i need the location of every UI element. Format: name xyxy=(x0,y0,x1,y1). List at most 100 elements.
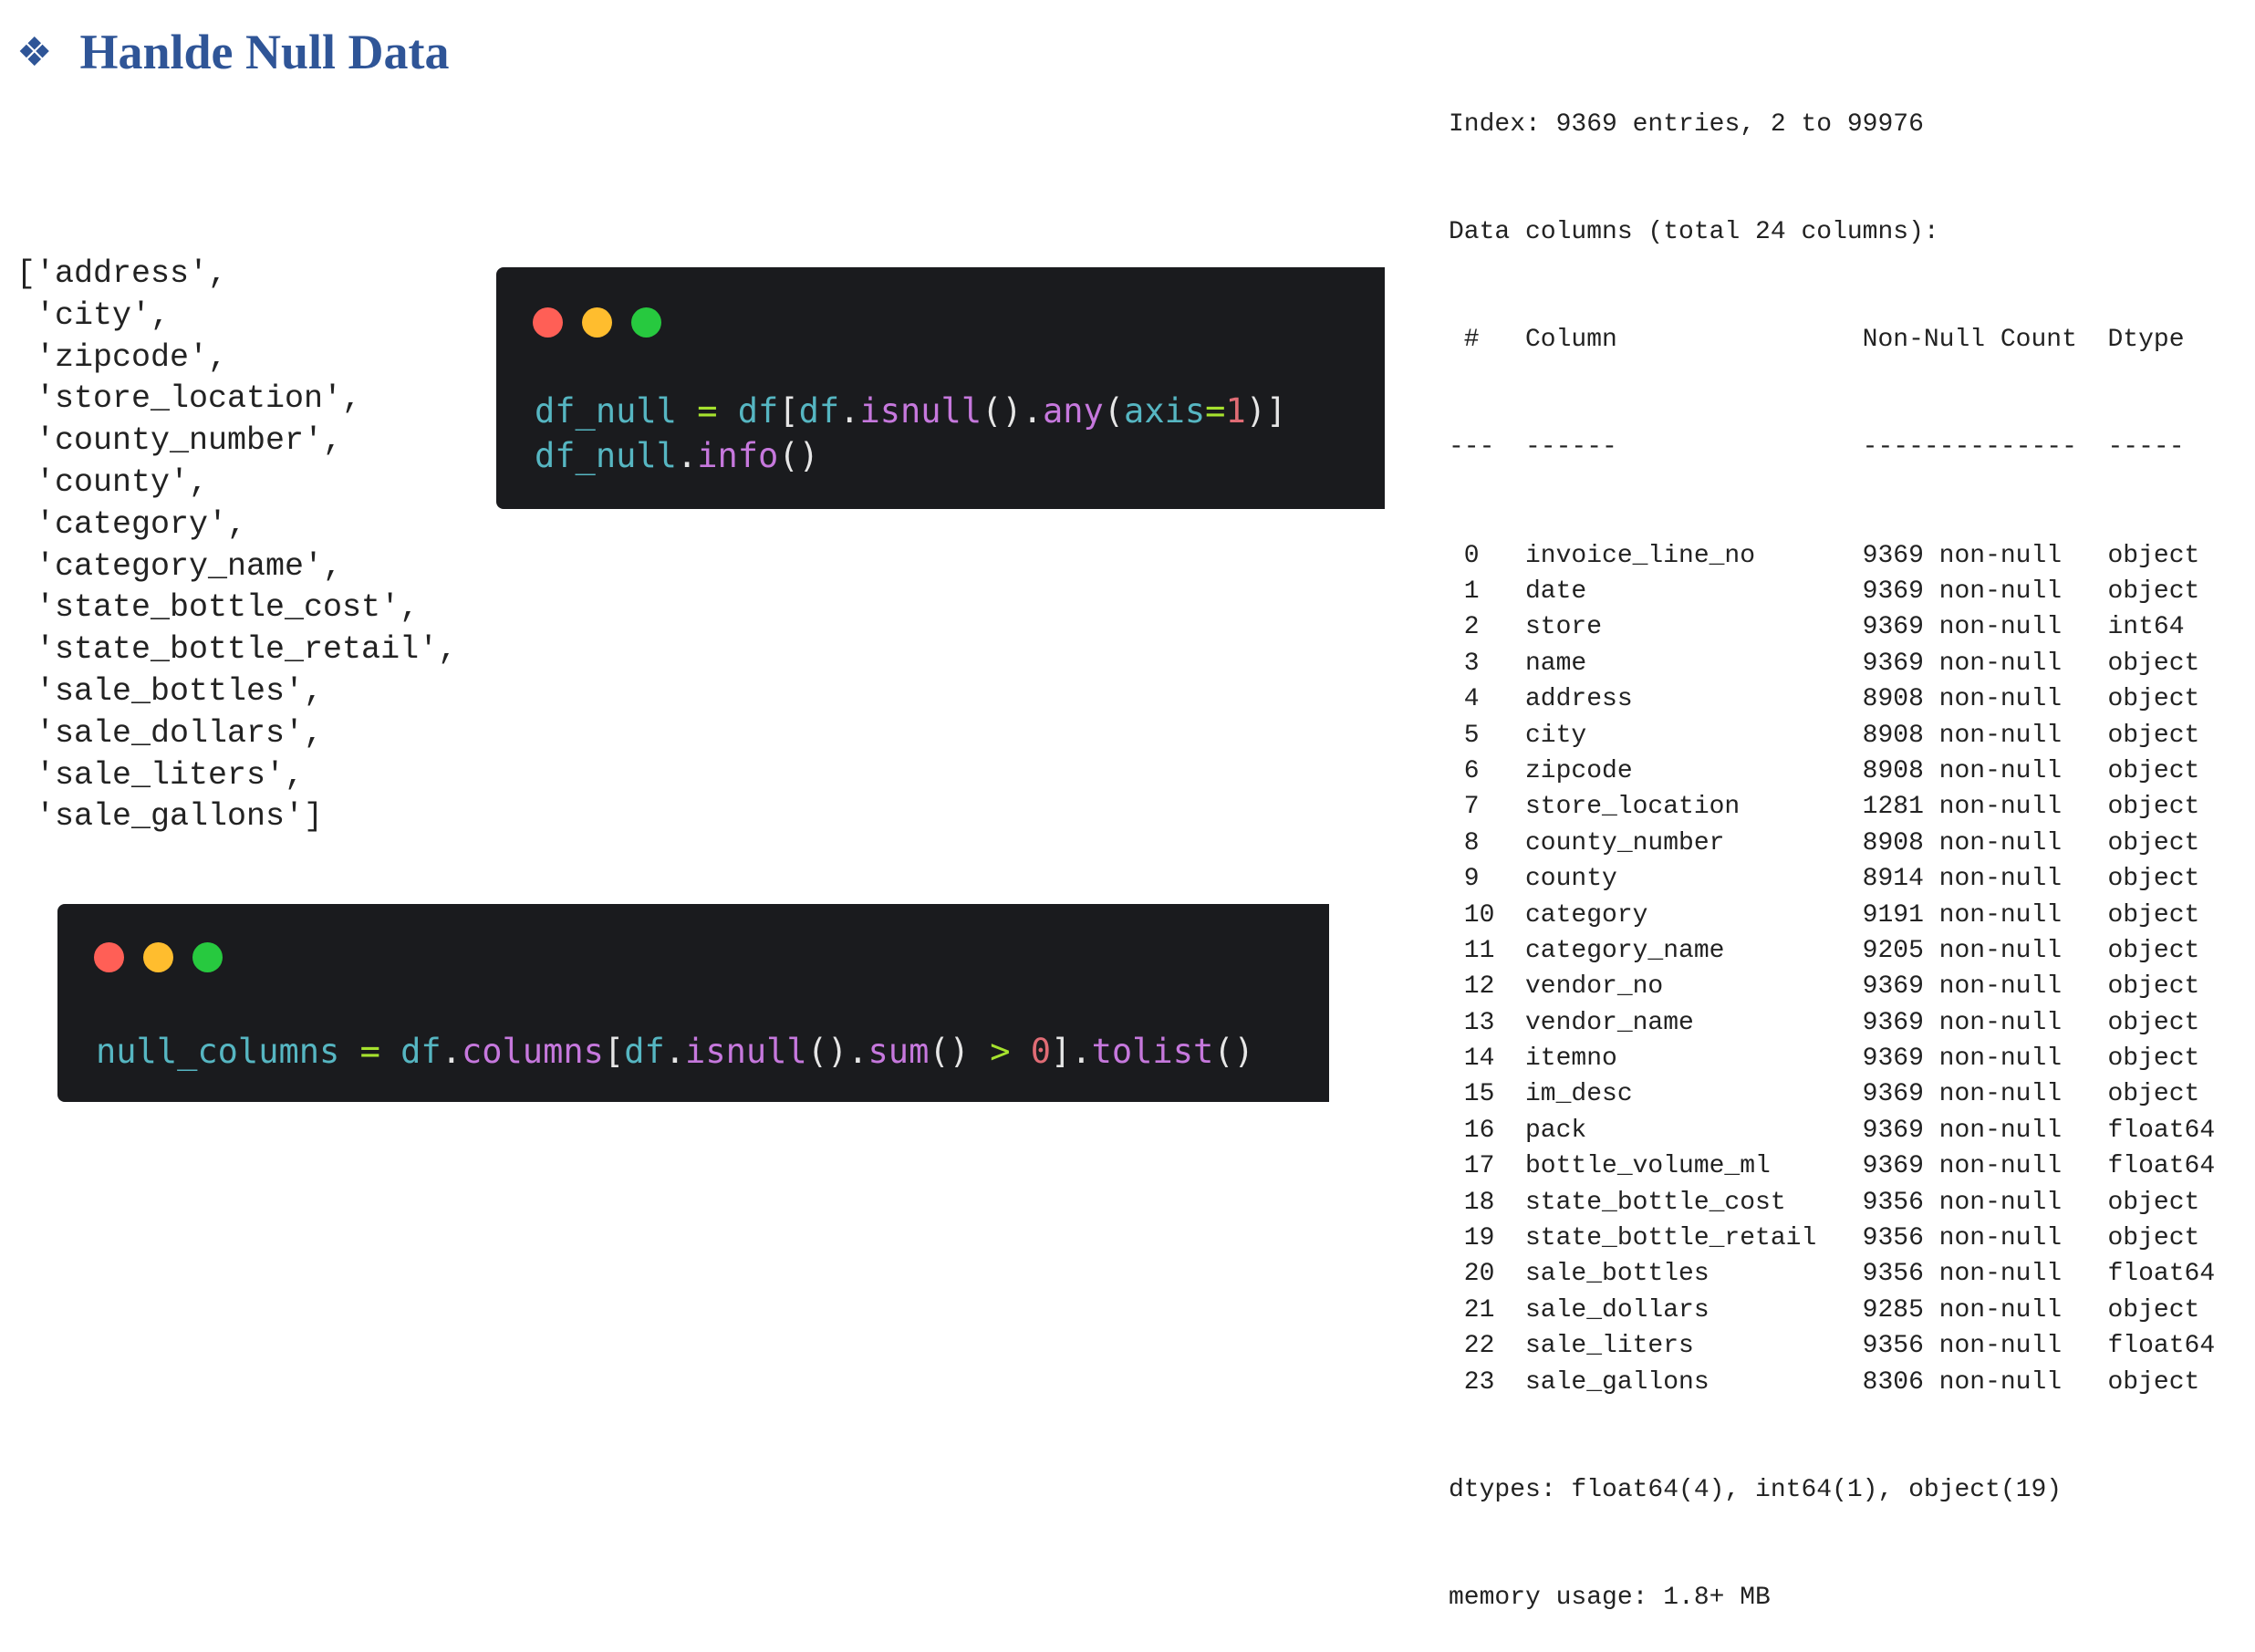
row-count: 8914 non-null xyxy=(1862,865,2063,894)
row-count: 9369 non-null xyxy=(1862,972,2063,1002)
row-dtype: object xyxy=(2107,865,2200,894)
row-dtype: object xyxy=(2107,685,2200,714)
slide-title: ❖ Hanlde Null Data xyxy=(16,24,450,80)
row-dtype: object xyxy=(2107,1295,2200,1325)
row-column: address xyxy=(1525,685,1633,714)
code-token: columns xyxy=(461,1032,604,1071)
null-column-item: 'sale_liters', xyxy=(16,756,305,794)
null-column-item: ['address', xyxy=(16,255,228,292)
row-index: 19 xyxy=(1463,1224,1495,1253)
row-dtype: object xyxy=(2107,1367,2200,1397)
row-index: 12 xyxy=(1463,972,1495,1002)
code-token: = xyxy=(676,391,738,431)
row-count: 8908 non-null xyxy=(1862,756,2063,785)
null-column-item: 'category', xyxy=(16,505,247,543)
row-index: 0 xyxy=(1463,541,1480,570)
code-block-df-null: df_null = df[df.isnull().any(axis=1)] df… xyxy=(496,267,1385,509)
code-token: = xyxy=(339,1032,401,1071)
row-dtype: object xyxy=(2107,1224,2200,1253)
code-token: () xyxy=(1213,1032,1254,1071)
diamond-cluster-icon: ❖ xyxy=(16,28,53,76)
row-index: 14 xyxy=(1463,1044,1495,1074)
code-token: df xyxy=(624,1032,665,1071)
row-column: sale_bottles xyxy=(1525,1260,1709,1289)
row-count: 9285 non-null xyxy=(1862,1295,2063,1325)
code-token: df xyxy=(737,391,779,431)
row-dtype: float64 xyxy=(2107,1152,2216,1181)
row-count: 9356 non-null xyxy=(1862,1260,2063,1289)
row-count: 8306 non-null xyxy=(1862,1367,2063,1397)
row-count: 8908 non-null xyxy=(1862,828,2063,857)
maximize-dot-icon xyxy=(631,307,661,338)
row-column: state_bottle_retail xyxy=(1525,1224,1817,1253)
row-dtype: object xyxy=(2107,1188,2200,1217)
row-index: 8 xyxy=(1463,828,1480,857)
row-dtype: object xyxy=(2107,721,2200,750)
row-column: sale_dollars xyxy=(1525,1295,1709,1325)
dash: ------ xyxy=(1525,433,1617,462)
code-token: . xyxy=(441,1032,462,1071)
row-column: store xyxy=(1525,613,1603,642)
row-count: 8908 non-null xyxy=(1862,685,2063,714)
row-count: 9369 non-null xyxy=(1862,613,2063,642)
code-token: tolist xyxy=(1091,1032,1214,1071)
code-token: isnull xyxy=(685,1032,807,1071)
row-count: 9356 non-null xyxy=(1862,1188,2063,1217)
row-index: 10 xyxy=(1463,900,1495,930)
row-dtype: object xyxy=(2107,649,2200,678)
code-token: null_columns xyxy=(96,1032,340,1071)
row-count: 9356 non-null xyxy=(1862,1332,2063,1361)
code-token: () xyxy=(778,436,819,475)
null-column-item: 'state_bottle_retail', xyxy=(16,631,458,669)
row-column: itemno xyxy=(1525,1044,1617,1074)
code-token: df_null xyxy=(535,391,677,431)
row-column: sale_gallons xyxy=(1525,1367,1709,1397)
window-controls xyxy=(533,307,661,338)
row-index: 18 xyxy=(1463,1188,1495,1217)
row-count: 9369 non-null xyxy=(1862,541,2063,570)
row-count: 9369 non-null xyxy=(1862,1080,2063,1109)
code-token: [ xyxy=(603,1032,625,1071)
row-index: 20 xyxy=(1463,1260,1495,1289)
row-column: city xyxy=(1525,721,1587,750)
row-count: 9369 non-null xyxy=(1862,577,2063,607)
null-column-item: 'county_number', xyxy=(16,422,343,460)
row-index: 16 xyxy=(1463,1116,1495,1145)
row-index: 17 xyxy=(1463,1152,1495,1181)
title-text: Hanlde Null Data xyxy=(79,25,450,79)
null-column-item: 'sale_gallons'] xyxy=(16,798,324,836)
row-column: zipcode xyxy=(1525,756,1633,785)
code-token: info xyxy=(697,436,779,475)
index-line: Index: 9369 entries, 2 to 99976 xyxy=(1449,109,1924,139)
code-token: (). xyxy=(982,391,1043,431)
header-count: Non-Null Count xyxy=(1862,326,2077,355)
row-count: 9369 non-null xyxy=(1862,1116,2063,1145)
row-column: pack xyxy=(1525,1116,1587,1145)
row-index: 22 xyxy=(1463,1332,1495,1361)
row-column: bottle_volume_ml xyxy=(1525,1152,1771,1181)
dash: ----- xyxy=(2107,433,2185,462)
code-token: sum xyxy=(868,1032,930,1071)
row-count: 9369 non-null xyxy=(1862,1008,2063,1037)
code-token: . xyxy=(664,1032,686,1071)
row-dtype: object xyxy=(2107,828,2200,857)
row-column: category_name xyxy=(1525,936,1725,965)
code-token: df xyxy=(798,391,840,431)
